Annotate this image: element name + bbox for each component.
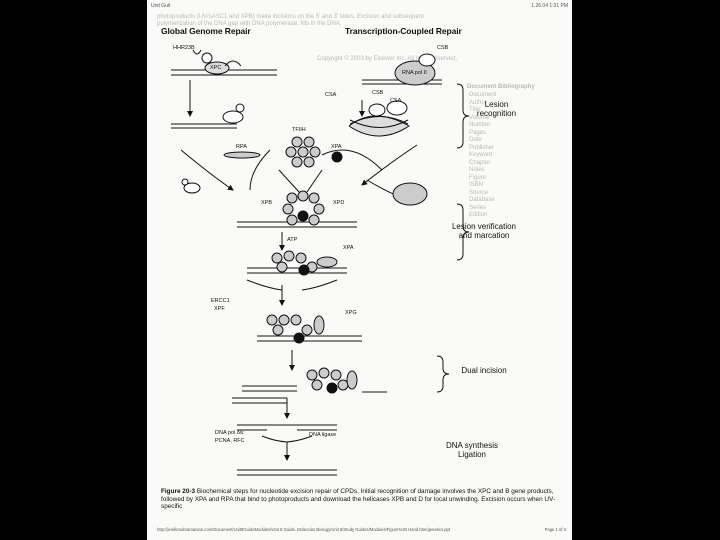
header-right: 1.26.04 1:31 PM: [531, 3, 568, 9]
label-tfiih: TFIIH: [292, 127, 306, 133]
rpa-protein: [223, 151, 261, 159]
label-csb-mid: CSB: [372, 90, 384, 96]
hhr23b-protein: [201, 52, 213, 64]
rna-pol-ii: [394, 60, 436, 86]
label-csb-top: CSB: [437, 45, 449, 51]
figure-caption: Figure 20-3 Biochemical steps for nucleo…: [161, 488, 561, 511]
label-xpd: XPD: [333, 200, 345, 206]
background-side-item: Chapter: [469, 159, 491, 166]
background-side-item: Date: [469, 137, 482, 143]
background-side-item: Keyword: [469, 152, 493, 158]
background-side-item: Document: [469, 92, 497, 98]
background-side-item: Volume: [469, 114, 490, 121]
background-side-item: Number: [469, 122, 491, 128]
title-global-genome-repair: Global Genome Repair: [161, 26, 251, 36]
label-rpa: RPA: [236, 144, 247, 150]
stage-lesion-recognition: Lesion recognition: [476, 100, 517, 118]
label-pcna: PCNA, RFC: [215, 438, 245, 444]
background-side-item: Author: [469, 99, 487, 106]
label-xpc: XPC: [210, 65, 222, 71]
bracket-recognition: [456, 83, 470, 149]
label-xpb: XPB: [261, 200, 273, 206]
header-left: Unit Guit: [151, 3, 171, 9]
background-side-item: Figure: [469, 174, 487, 181]
background-side-item: Series: [469, 204, 487, 211]
csb-protein: [418, 53, 436, 67]
stage-lesion-verification: Lesion verification and marcation: [451, 222, 517, 240]
xpc-protein: [204, 61, 230, 75]
background-side-item: Source: [469, 189, 489, 196]
background-side-item: Notes: [469, 167, 485, 173]
label-csa-left: CSA: [325, 92, 337, 98]
label-ligase: DNA ligase: [309, 432, 337, 438]
background-side-item: Database: [469, 197, 495, 203]
label-xpa-mid: XPA: [343, 245, 354, 251]
background-text-line: photoproducts (UV/sASC1 and XPB) make in…: [157, 14, 424, 20]
label-hhr23b: HHR23B: [173, 45, 195, 51]
background-side-item: Publisher: [469, 144, 495, 151]
bracket-verification: [456, 203, 470, 261]
background-side-item: Title: [469, 107, 481, 113]
footer-page: Page 1 of 3: [544, 527, 566, 532]
label-rna-pol: RNA pol II: [402, 70, 427, 76]
bracket-dual: [436, 355, 450, 393]
footer-url: http://jenifersubramanian.com/Document/U…: [157, 527, 451, 532]
label-atp: ATP: [287, 237, 298, 243]
label-xpg: XPG: [345, 310, 357, 316]
caption-label: Figure 20-3: [161, 488, 196, 495]
caption-text: Biochemical steps for nucleotide excisio…: [161, 488, 556, 511]
xpa-protein: [331, 151, 343, 163]
ner-diagram: [171, 49, 470, 476]
background-text-line: polymerization of the DNA gap with DNA p…: [157, 21, 342, 27]
label-dna-pol: DNA pol δ/ε: [215, 430, 244, 436]
stage-dual-incision: Dual incision: [461, 366, 507, 375]
background-text-title: Document Bibliography: [467, 84, 535, 90]
label-xpf: XPF: [214, 306, 225, 312]
label-csa-mid: CSA: [390, 98, 402, 104]
stage-dna-synthesis: DNA synthesis Ligation: [445, 441, 499, 459]
background-side-item: ISBN: [469, 182, 484, 188]
background-side-item: Edition: [469, 212, 488, 218]
document-page: Unit Guit 1.26.04 1:31 PM photoproducts …: [147, 0, 572, 540]
label-ercc1: ERCC1: [211, 298, 230, 304]
background-side-item: Pages: [469, 129, 487, 136]
label-xpa-top: XPA: [331, 144, 342, 150]
title-transcription-coupled-repair: Transcription-Coupled Repair: [345, 26, 462, 36]
hhr23b-line: [192, 49, 202, 55]
